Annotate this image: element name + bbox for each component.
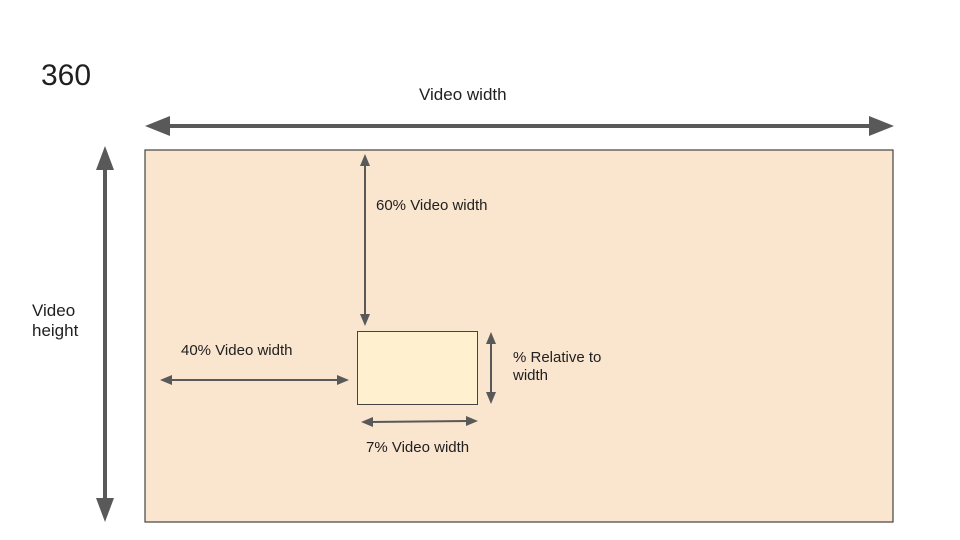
video-width-arrow <box>145 116 894 136</box>
video-height-arrow <box>96 146 114 522</box>
box-width-arrow <box>361 416 478 427</box>
video-frame <box>144 149 894 523</box>
video-height-label: Video height <box>32 301 79 341</box>
left-offset-arrow <box>160 375 349 385</box>
top-offset-label: 60% Video width <box>376 197 488 214</box>
video-width-label: Video width <box>419 85 507 104</box>
page-title: 360 <box>41 59 92 92</box>
left-offset-label: 40% Video width <box>181 342 293 359</box>
box-height-arrow <box>486 332 496 404</box>
box-width-label: 7% Video width <box>366 439 470 456</box>
overlay-box <box>357 331 478 405</box>
top-offset-arrow <box>360 154 370 326</box>
box-height-label: % Relative to width <box>513 349 602 384</box>
